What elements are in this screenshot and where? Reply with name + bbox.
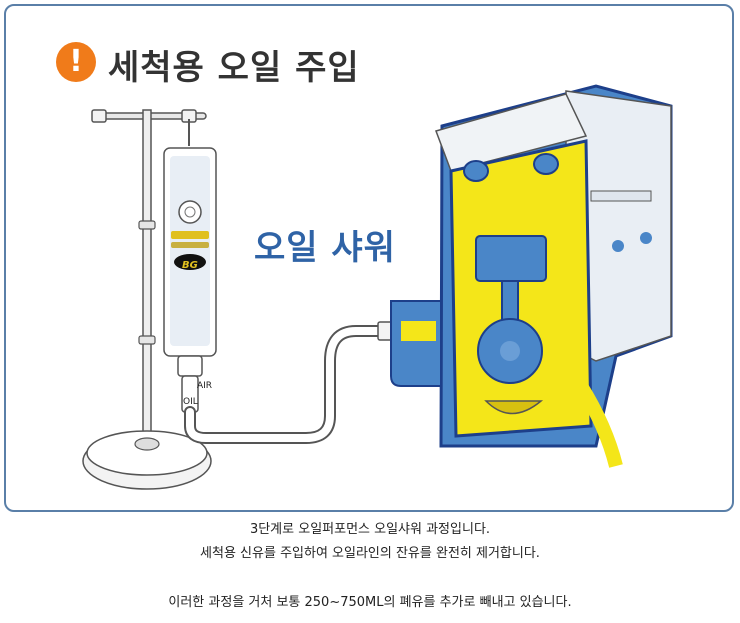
bottle-brand-label: BG xyxy=(182,260,198,271)
bottle-oil-label: OIL xyxy=(183,397,198,407)
caption-line-3: 이러한 과정을 거처 보통 250~750ML의 폐유를 추가로 빼내고 있습니… xyxy=(168,595,572,610)
oil-shower-diagram: AIR OIL BG xyxy=(82,84,673,490)
bottle-air-label: AIR xyxy=(197,381,212,391)
iv-stand xyxy=(82,109,212,490)
oil-hose xyxy=(184,321,397,444)
caption-line-2: 세척용 신유를 주입하여 오일라인의 잔유를 완전히 제거합니다. xyxy=(200,546,540,561)
cleaning-oil-bottle: AIR OIL BG xyxy=(163,147,217,413)
oil-shower-label: 오일 샤워 xyxy=(254,228,396,268)
page-title: 세척용 오일 주입 xyxy=(108,48,360,88)
caption-line-1: 3단계로 오일퍼포먼스 오일샤워 과정입니다. xyxy=(249,522,491,537)
engine-cutaway xyxy=(390,84,673,468)
exclamation-icon: ! xyxy=(56,42,96,82)
diagram-panel: AIR OIL BG xyxy=(4,4,734,512)
